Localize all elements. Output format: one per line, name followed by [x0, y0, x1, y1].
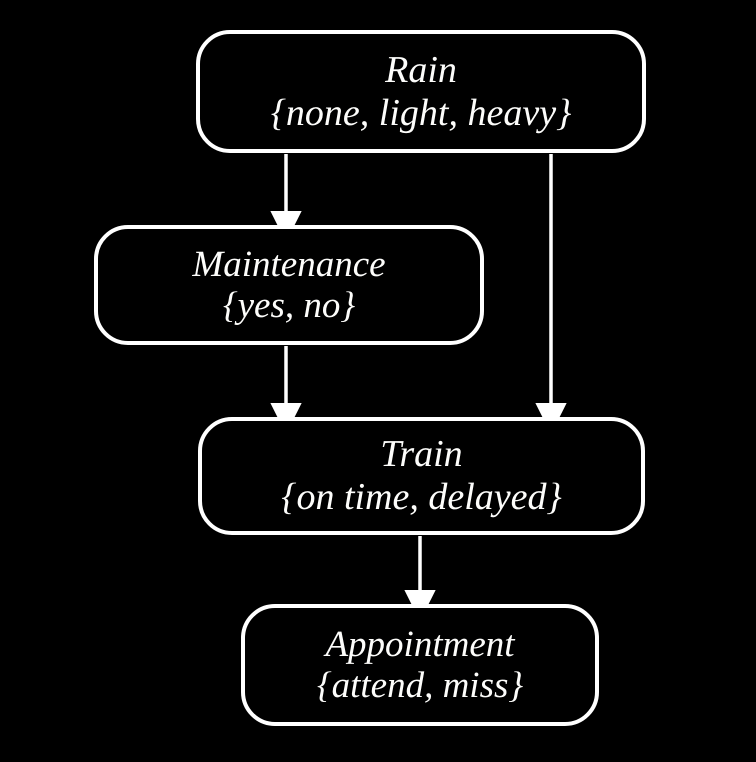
node-appointment-label: Appointment — [325, 623, 515, 665]
node-maintenance[interactable]: Maintenance {yes, no} — [94, 225, 484, 345]
node-train[interactable]: Train {on time, delayed} — [198, 417, 645, 535]
node-rain[interactable]: Rain {none, light, heavy} — [196, 30, 646, 153]
node-train-label: Train — [380, 433, 463, 476]
node-appointment[interactable]: Appointment {attend, miss} — [241, 604, 599, 726]
node-rain-label: Rain — [385, 48, 457, 91]
node-appointment-states: {attend, miss} — [316, 665, 524, 706]
node-maintenance-label: Maintenance — [192, 243, 386, 285]
node-train-states: {on time, delayed} — [281, 476, 562, 518]
node-maintenance-states: {yes, no} — [222, 285, 356, 326]
node-rain-states: {none, light, heavy} — [270, 91, 572, 134]
